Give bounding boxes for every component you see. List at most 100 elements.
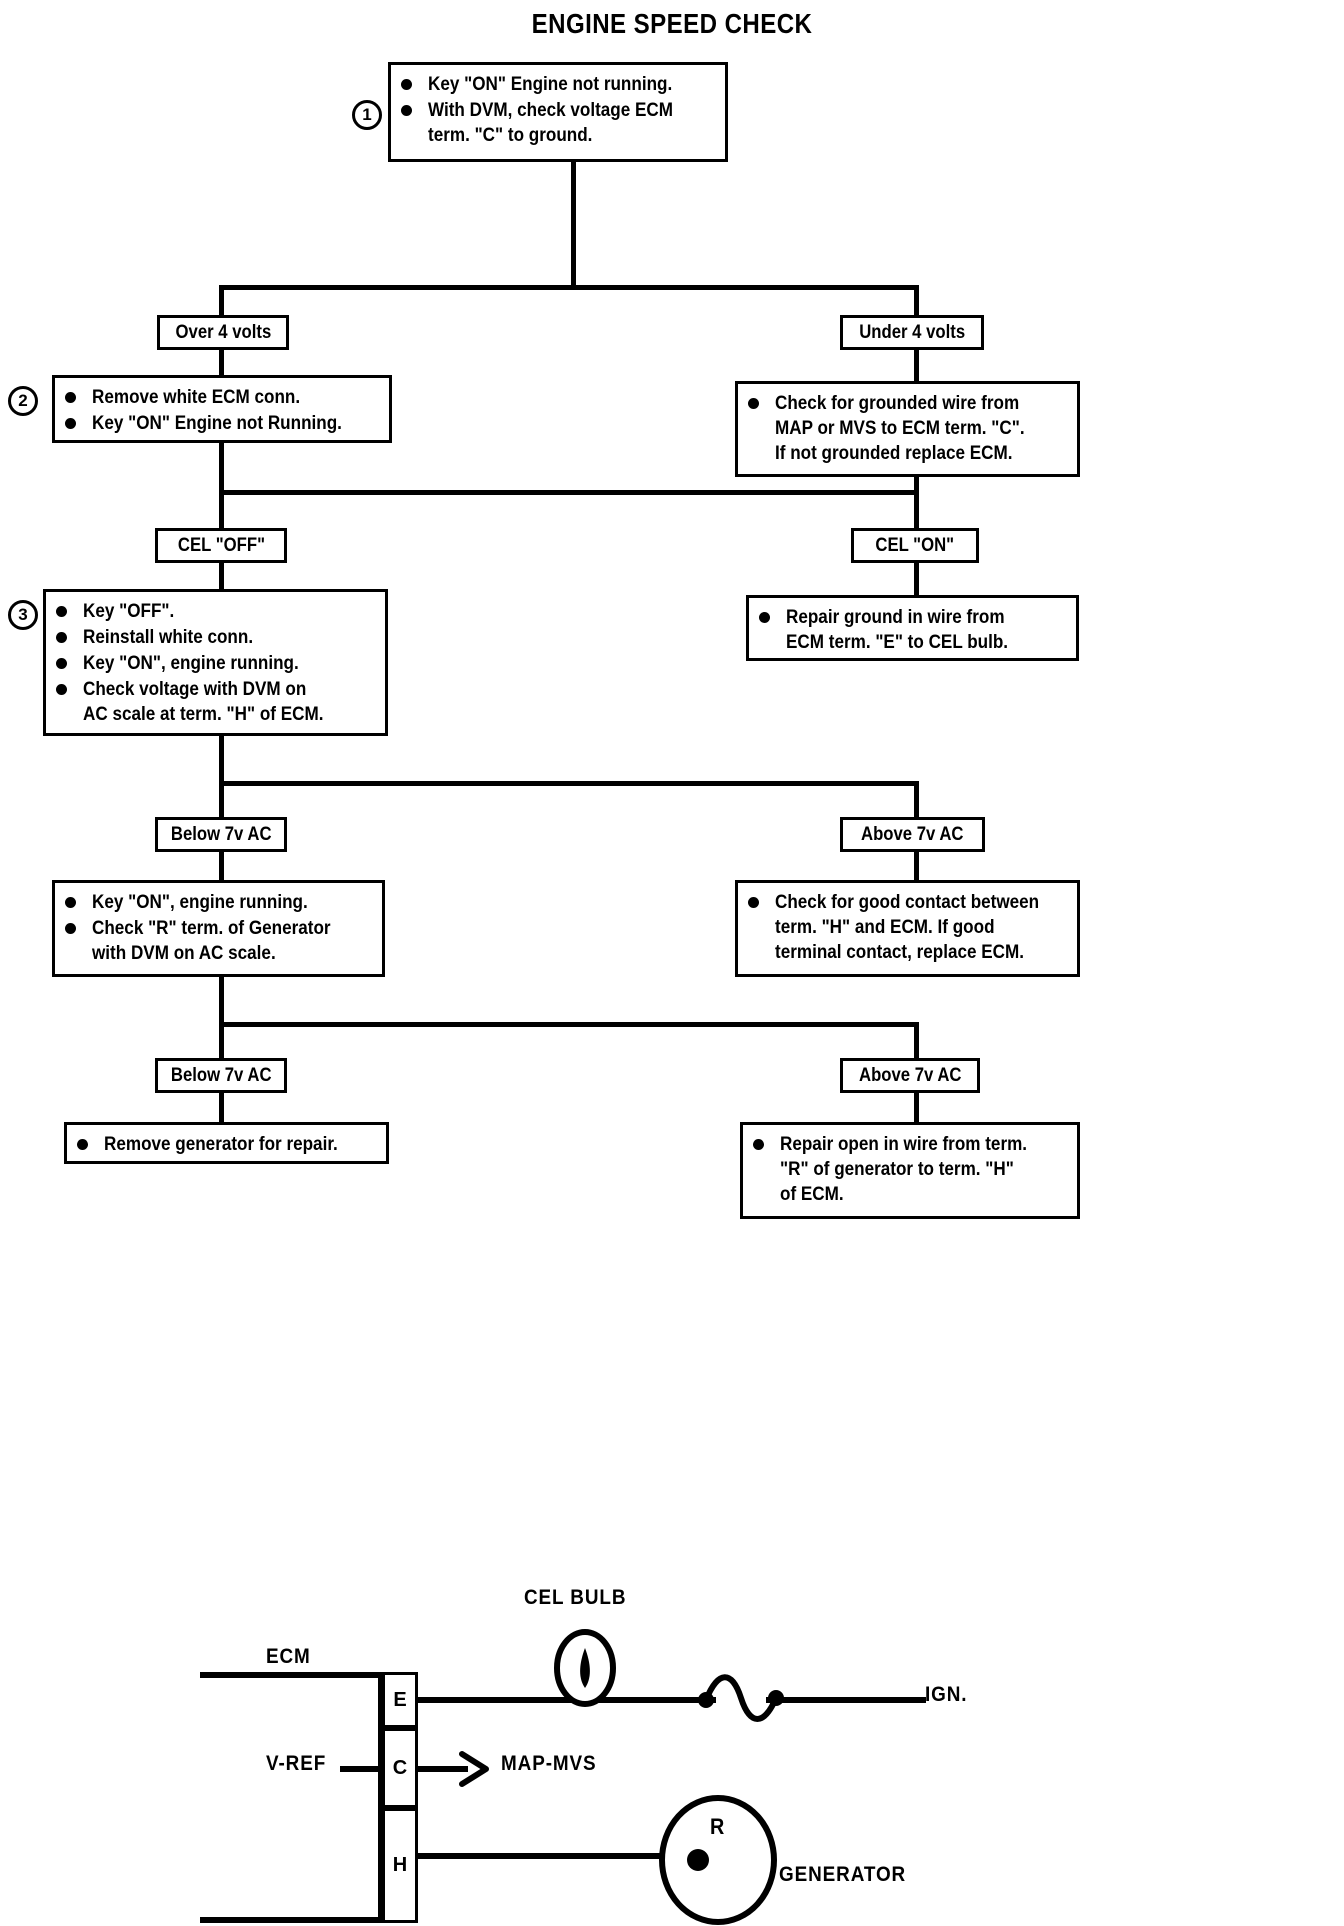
bullet-dot: [748, 398, 759, 409]
wire-c-to-map-mvs: [418, 1766, 468, 1772]
connector-below7v-2-down: [219, 1022, 224, 1058]
connector-below7v-2-to-final: [219, 1093, 224, 1123]
wire-h-to-generator: [418, 1853, 698, 1859]
schematic-label-ign: IGN.: [925, 1683, 968, 1706]
cel-bulb-icon: [554, 1629, 616, 1707]
label-below-7v-ac-2[interactable]: Below 7v AC: [155, 1058, 287, 1093]
schematic-label-ecm: ECM: [266, 1645, 311, 1668]
generator-terminal-label: R: [710, 1814, 726, 1839]
connector-step3-down: [219, 736, 224, 786]
connector-over4v-to-step2: [219, 350, 224, 377]
bullet-dot: [759, 612, 770, 623]
connector-above7v-1-to-action: [914, 852, 919, 882]
connector-above7v-2-to-final: [914, 1093, 919, 1123]
node-step2-bullets: Remove white ECM conn. Key "ON" Engine n…: [55, 378, 389, 440]
node-above7v-final-bullets: Repair open in wire from term."R" of gen…: [743, 1125, 1077, 1216]
bullet-dot: [65, 923, 76, 934]
bullet-item: Remove generator for repair.: [77, 1132, 378, 1157]
connector-under4v-to-action: [914, 350, 919, 382]
schematic-label-generator: GENERATOR: [779, 1863, 907, 1886]
step-number-2: 2: [8, 386, 38, 416]
bullet-dot: [65, 392, 76, 403]
bullet-item: Key "ON", engine running.: [65, 890, 374, 915]
ecm-bottom-rail: [200, 1917, 382, 1923]
connector-cel-off-down: [219, 490, 224, 528]
connector-below7v-action-down: [219, 977, 224, 1027]
step-number-1: 1: [352, 100, 382, 130]
connector-cel-on-down: [914, 477, 919, 528]
bullet-item: Reinstall white conn.: [56, 625, 377, 650]
node-step3-bullets: Key "OFF". Reinstall white conn. Key "ON…: [46, 592, 385, 733]
bullet-dot: [56, 658, 67, 669]
ecm-connector-spine: [378, 1672, 384, 1923]
label-under-4-volts[interactable]: Under 4 volts: [840, 315, 984, 350]
ecm-top-rail: [200, 1672, 382, 1678]
page-title: ENGINE SPEED CHECK: [531, 8, 813, 39]
label-below-7v-ac-1[interactable]: Below 7v AC: [155, 817, 287, 852]
label-cel-off[interactable]: CEL "OFF": [155, 528, 287, 563]
wire-vref-to-c: [340, 1766, 384, 1772]
connector-under4v-down: [914, 285, 919, 317]
connector-cel-on-to-action: [914, 563, 919, 596]
label-above-7v-ac-1[interactable]: Above 7v AC: [840, 817, 985, 852]
connector-step2-down: [219, 443, 224, 493]
bullet-item: Repair open in wire from term."R" of gen…: [753, 1132, 1069, 1207]
connector-over4v-down: [219, 285, 224, 317]
connector-cel-bus: [219, 490, 919, 495]
ecm-pin-h[interactable]: H: [382, 1808, 418, 1923]
connector-cel-off-to-step3: [219, 563, 224, 591]
bullet-item: Key "OFF".: [56, 599, 377, 624]
label-above-7v-ac-2[interactable]: Above 7v AC: [840, 1058, 980, 1093]
bullet-dot: [56, 632, 67, 643]
connector-above7v-1-down: [914, 781, 919, 817]
node-step2[interactable]: Remove white ECM conn. Key "ON" Engine n…: [52, 375, 392, 443]
wire-e-to-bulb: [418, 1697, 716, 1703]
bullet-item: Remove white ECM conn.: [65, 385, 381, 410]
connector-below7v-1-to-action: [219, 852, 224, 882]
node-step1[interactable]: Key "ON" Engine not running. With DVM, c…: [388, 62, 728, 162]
label-over-4-volts[interactable]: Over 4 volts: [157, 315, 289, 350]
schematic-label-cel-bulb: CEL BULB: [524, 1586, 627, 1609]
bullet-dot: [77, 1139, 88, 1150]
bullet-dot: [753, 1139, 764, 1150]
connector-step1-down: [571, 162, 576, 287]
bullet-dot: [748, 897, 759, 908]
node-below7v-action[interactable]: Key "ON", engine running. Check "R" term…: [52, 880, 385, 977]
schematic-label-v-ref: V-REF: [266, 1752, 327, 1775]
bullet-dot: [401, 79, 412, 90]
node-below7v-action-bullets: Key "ON", engine running. Check "R" term…: [55, 883, 382, 974]
bullet-item: Key "ON" Engine not Running.: [65, 411, 381, 436]
connector-7v-bus-1: [219, 781, 919, 786]
node-step3[interactable]: Key "OFF". Reinstall white conn. Key "ON…: [43, 589, 388, 736]
ecm-pin-c[interactable]: C: [382, 1728, 418, 1808]
wire-bulb-to-ign: [766, 1697, 926, 1703]
connector-above7v-2-down: [914, 1022, 919, 1058]
bullet-dot: [65, 897, 76, 908]
connector-below7v-1-down: [219, 781, 224, 817]
node-step1-bullets: Key "ON" Engine not running. With DVM, c…: [391, 65, 725, 159]
ecm-pin-e[interactable]: E: [382, 1672, 418, 1728]
bullet-dot: [56, 684, 67, 695]
node-below7v-final-bullets: Remove generator for repair.: [67, 1125, 386, 1161]
connector-split-bus-1: [219, 285, 919, 290]
step-number-3: 3: [8, 600, 38, 630]
bullet-dot: [401, 105, 412, 116]
label-cel-on[interactable]: CEL "ON": [851, 528, 979, 563]
connector-7v-bus-2: [219, 1022, 919, 1027]
bullet-dot: [65, 418, 76, 429]
node-above7v-final[interactable]: Repair open in wire from term."R" of gen…: [740, 1122, 1080, 1219]
node-below7v-final[interactable]: Remove generator for repair.: [64, 1122, 389, 1164]
